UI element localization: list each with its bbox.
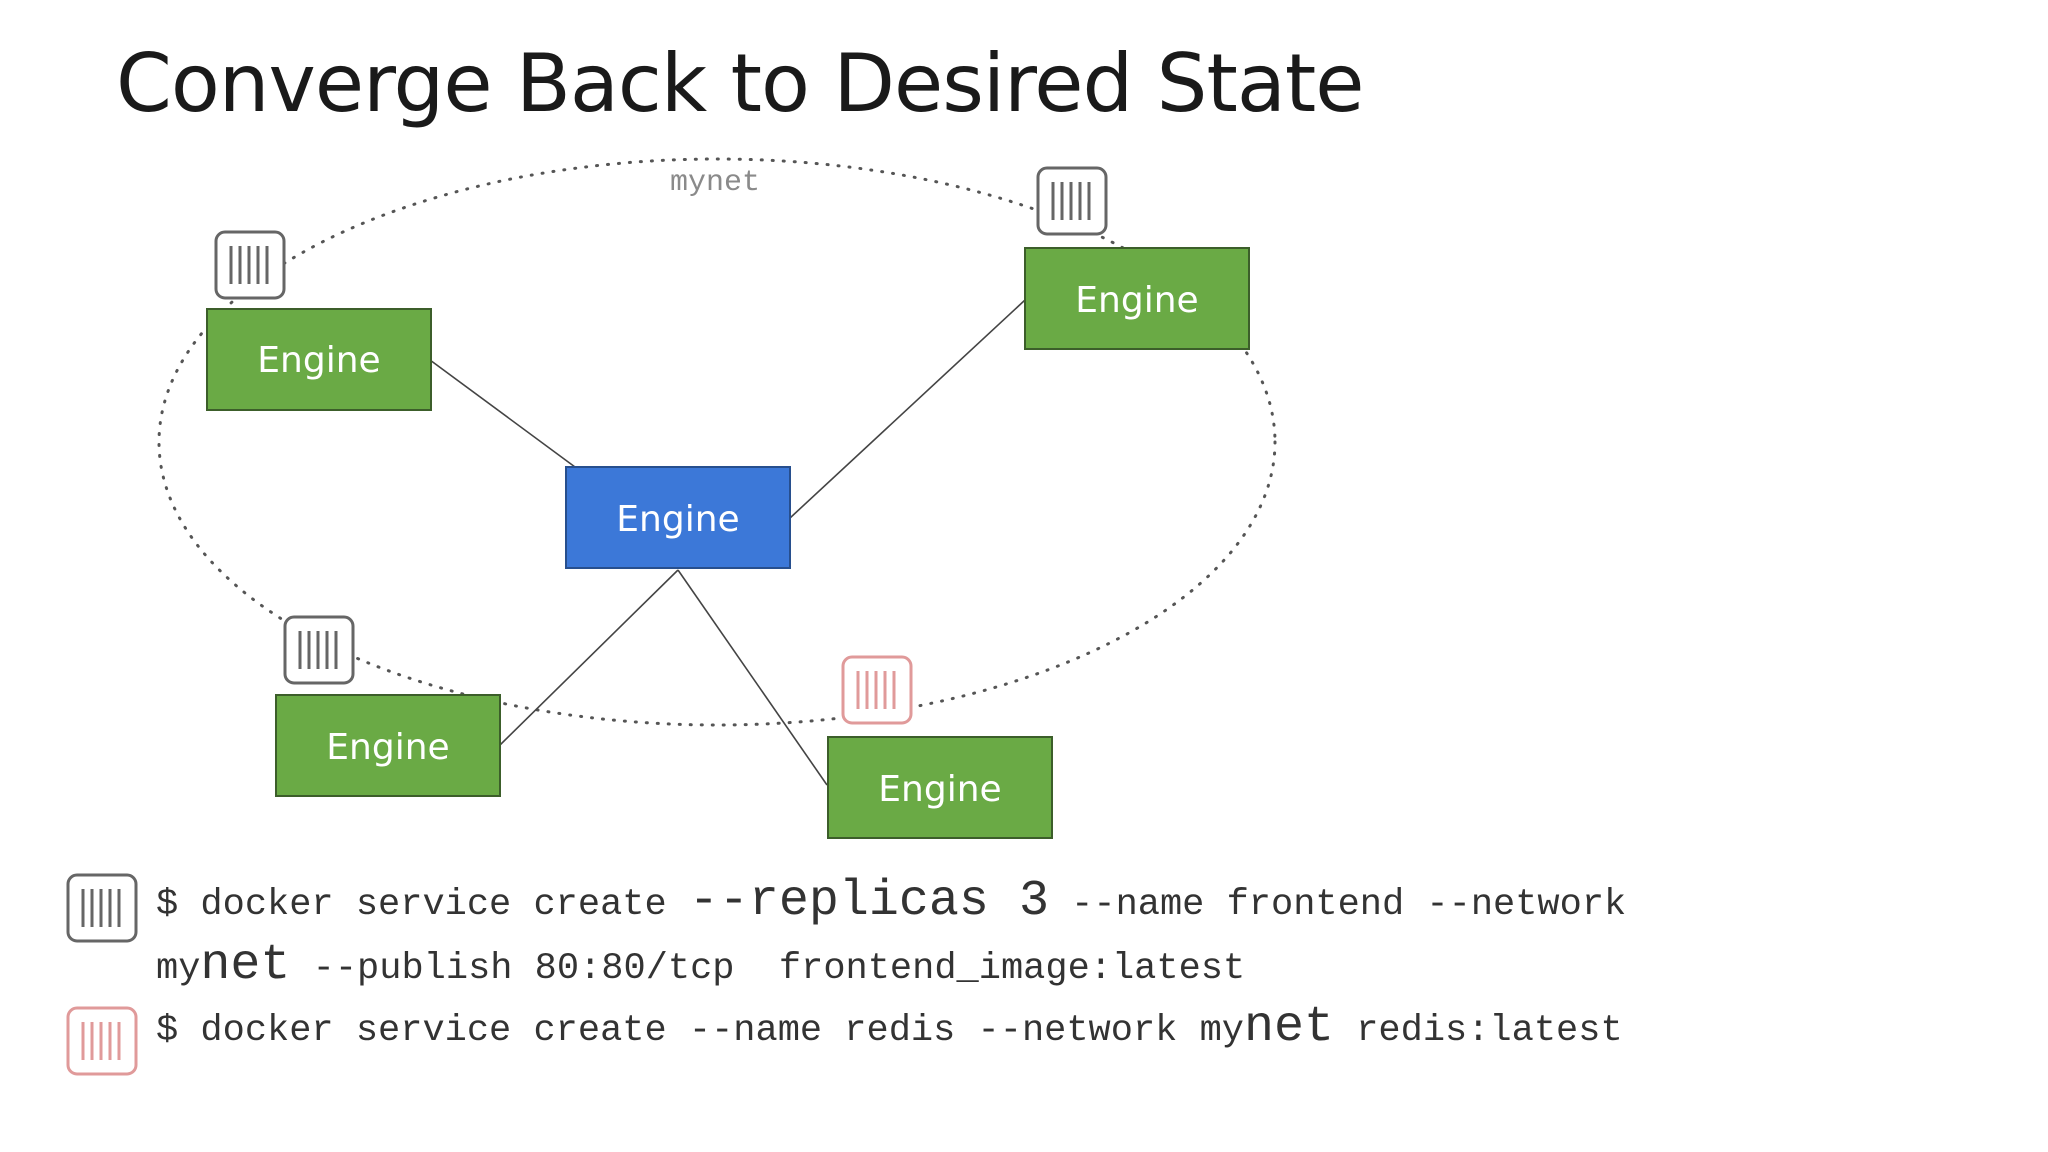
engine-bottom-left[interactable]: Engine xyxy=(275,694,501,797)
engine-label: Engine xyxy=(616,499,739,540)
network-label: mynet xyxy=(670,166,760,200)
container-icon xyxy=(283,615,355,685)
engine-label: Engine xyxy=(326,727,449,768)
redis-container-icon xyxy=(841,655,913,725)
engine-label: Engine xyxy=(878,769,1001,810)
cmd-replicas: --replicas 3 xyxy=(688,873,1049,930)
engine-manager[interactable]: Engine xyxy=(565,466,791,569)
legend-redis-container-icon xyxy=(66,1006,138,1076)
slide-title: Converge Back to Desired State xyxy=(116,37,1364,130)
cmd-redis-prefix: $ docker service create --name redis --n… xyxy=(156,1010,1244,1052)
engine-top-right[interactable]: Engine xyxy=(1024,247,1250,350)
redis-command: $ docker service create --name redis --n… xyxy=(156,1003,1623,1053)
cmd-line2-rest: --publish 80:80/tcp frontend_image:lates… xyxy=(290,948,1246,990)
link-manager-bottomleft xyxy=(499,569,679,746)
container-icon xyxy=(214,230,286,300)
legend-frontend-container-icon xyxy=(66,873,138,943)
connections xyxy=(429,299,1026,786)
engine-label: Engine xyxy=(257,340,380,381)
frontend-command-line-2: mynet --publish 80:80/tcp frontend_image… xyxy=(156,941,1246,991)
cmd-prefix: $ docker service create xyxy=(156,884,689,926)
link-manager-topright xyxy=(789,299,1026,519)
engine-bottom-right[interactable]: Engine xyxy=(827,736,1053,839)
cmd-line2-a: my xyxy=(156,948,201,990)
frontend-command-line-1: $ docker service create --replicas 3 --n… xyxy=(156,877,1627,927)
cmd-line2-net: net xyxy=(200,937,291,994)
container-icon xyxy=(1036,166,1108,236)
overlay-network-ellipse xyxy=(157,157,1277,727)
cmd-redis-rest: redis:latest xyxy=(1334,1010,1623,1052)
link-manager-bottomright xyxy=(677,569,828,786)
link-manager-topleft xyxy=(429,359,576,468)
cmd-middle: --name frontend --network xyxy=(1048,884,1627,926)
engine-label: Engine xyxy=(1075,280,1198,321)
engine-top-left[interactable]: Engine xyxy=(206,308,432,411)
cmd-redis-net: net xyxy=(1243,999,1334,1056)
